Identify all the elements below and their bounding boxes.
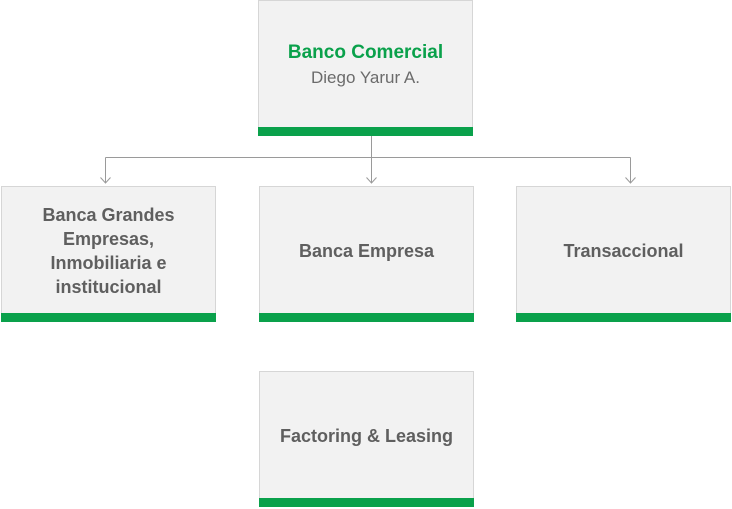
node-factoring-leasing: Factoring & Leasing (259, 371, 474, 507)
node-accent-bar (1, 313, 216, 322)
node-content: Banca Grandes Empresas, Inmobiliaria e i… (2, 203, 215, 299)
node-content: Banca Empresa (291, 239, 442, 263)
arrowhead-center (366, 177, 377, 184)
root-node-banco-comercial: Banco Comercial Diego Yarur A. (258, 0, 473, 136)
node-label: Factoring & Leasing (279, 425, 454, 446)
node-content: Factoring & Leasing (272, 424, 461, 448)
node-label: Banca Grandes Empresas, Inmobiliaria e i… (42, 204, 175, 297)
root-node-accent-bar (258, 127, 473, 136)
node-label: Transaccional (563, 240, 684, 261)
node-transaccional: Transaccional (516, 186, 731, 322)
root-node-content: Banco Comercial Diego Yarur A. (280, 41, 451, 89)
node-banca-grandes-empresas: Banca Grandes Empresas, Inmobiliaria e i… (1, 186, 216, 322)
node-accent-bar (259, 313, 474, 322)
node-banca-empresa: Banca Empresa (259, 186, 474, 322)
arrowhead-right (625, 177, 636, 184)
node-content: Transaccional (555, 239, 691, 263)
root-node-subtitle: Diego Yarur A. (310, 67, 420, 87)
node-accent-bar (516, 313, 731, 322)
root-node-title: Banco Comercial (287, 41, 444, 63)
node-accent-bar (259, 498, 474, 507)
arrowhead-left (100, 177, 111, 184)
node-label: Banca Empresa (298, 240, 435, 261)
